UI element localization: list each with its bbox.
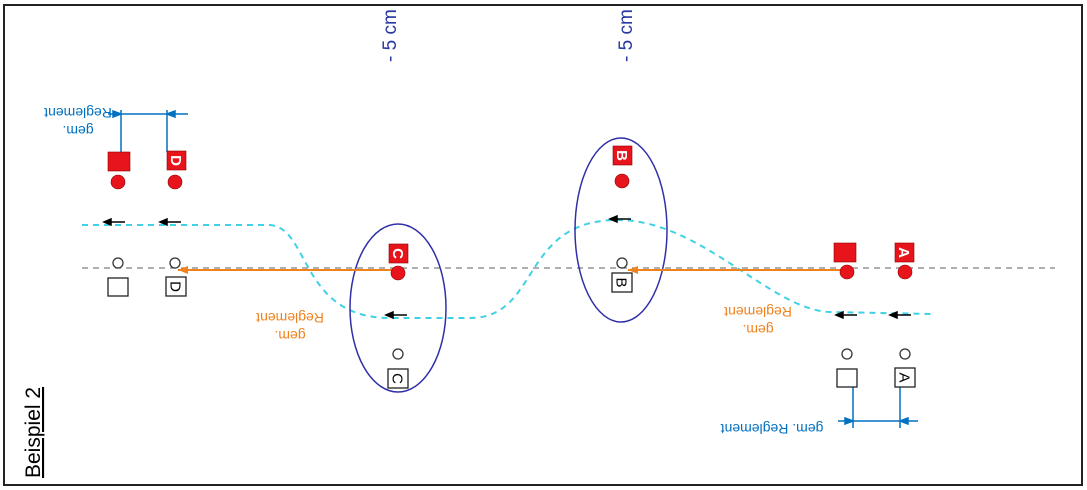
open-badge-a: A [894, 367, 916, 388]
dimension-bottom-right [838, 385, 918, 428]
annotation-bottom-right: gem. Reglement [721, 421, 824, 437]
open-square [107, 277, 129, 297]
red-dot [110, 174, 126, 190]
red-square [107, 151, 131, 172]
diagram-title: Beispiel 2 [22, 387, 45, 478]
annotation-right-orange-line2: Reglement [724, 304, 792, 320]
red-badge-a: A [894, 242, 915, 263]
dimension-top-left [108, 109, 188, 152]
open-b-text: B [613, 277, 630, 287]
offset-label-left: - 5 cm [380, 9, 401, 62]
annotation-bottom-right-text: gem. Reglement [721, 421, 824, 437]
ellipse-c [349, 223, 447, 393]
offset-label-right: - 5 cm [616, 9, 637, 62]
red-dot [839, 264, 855, 280]
annotation-top-left-line1: gem. [62, 123, 93, 139]
annotation-top-left-line2: Reglement [44, 105, 112, 121]
badge-d-text: D [167, 155, 184, 166]
orange-arrow-left-head [178, 266, 188, 274]
red-dot [167, 174, 183, 190]
badge-c-text: C [389, 248, 406, 259]
annotation-top-left: gem. Reglement [44, 105, 112, 139]
red-badge-d: D [166, 150, 187, 171]
ellipse-b [574, 137, 668, 323]
annotation-right-orange: gem. Reglement [724, 304, 792, 338]
annotation-left-orange-line1: gem. [274, 328, 305, 344]
orange-arrow-right-head [628, 266, 638, 274]
open-square [836, 368, 858, 388]
red-badge-c: C [388, 243, 409, 264]
annotation-right-orange-line1: gem. [742, 322, 773, 338]
red-square [833, 242, 857, 263]
red-dot [897, 264, 913, 280]
outer-frame [3, 4, 1083, 486]
open-badge-c: C [387, 368, 409, 389]
badge-b-text: B [613, 150, 630, 161]
open-d-text: D [167, 281, 184, 292]
red-dot [390, 265, 406, 281]
annotation-left-orange: gem. Reglement [256, 310, 324, 344]
red-players [110, 173, 913, 281]
red-dot [614, 173, 630, 189]
open-badge-d: D [165, 276, 187, 297]
open-a-text: A [896, 372, 913, 382]
direction-arrows [102, 214, 911, 320]
red-badge-b: B [612, 145, 633, 166]
badge-a-text: A [895, 247, 912, 258]
ball-path [82, 218, 933, 319]
open-badge-b: B [611, 272, 633, 293]
open-circles [112, 257, 911, 360]
open-c-text: C [389, 373, 406, 384]
annotation-left-orange-line2: Reglement [256, 310, 324, 326]
